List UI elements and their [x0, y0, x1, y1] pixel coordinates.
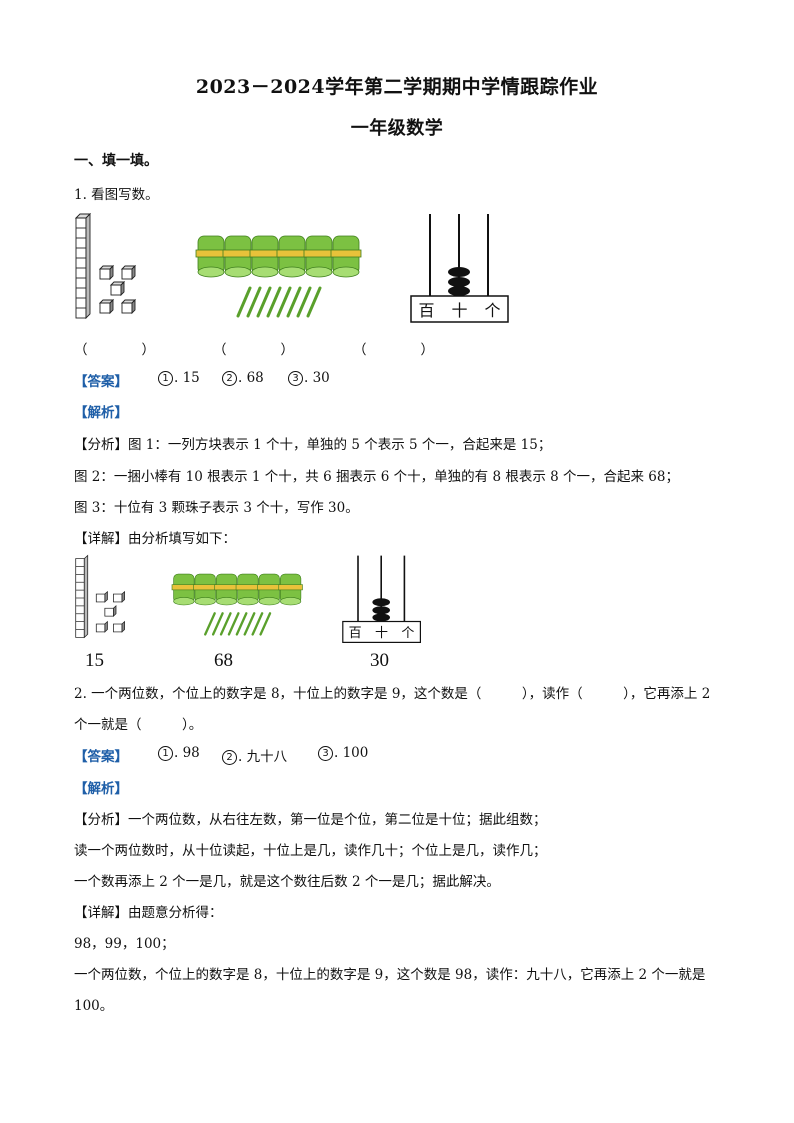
answer-blank-1[interactable]: （ ） — [74, 342, 155, 358]
filled-abacus-figure — [342, 555, 421, 643]
q2-analysis-1: 【分析】一个两位数，从右往左数，第一位是个位，第二位是十位；据此组数； — [74, 812, 547, 828]
analysis-tag: 【解析】 — [74, 405, 128, 421]
filled-number-3: 30 — [370, 650, 389, 671]
q1-answer-3: 3. 30 — [288, 370, 330, 386]
q2-stem-line-2: 个一就是（ ）。 — [74, 717, 203, 733]
abacus-beads — [448, 267, 470, 296]
q2-detail-3: 一个两位数，个位上的数字是 8，十位上的数字是 9，这个数是 98，读作：九十八… — [74, 967, 706, 983]
filled-sticks-figure — [171, 573, 303, 636]
q2-detail: 【详解】由题意分析得： — [74, 905, 223, 921]
q2-analysis-tag: 【解析】 — [74, 781, 128, 797]
page-subtitle: 一年级数学 — [350, 118, 444, 139]
q2-answer-2: 2. 九十八 — [222, 745, 287, 765]
q1-detail: 【详解】由分析填写如下： — [74, 531, 236, 547]
q1-analysis-1: 【分析】图 1：一列方块表示 1 个十，单独的 5 个表示 5 个一，合起来是 … — [74, 437, 552, 453]
abacus-label-ones: 个 — [484, 301, 501, 320]
q2-analysis-2: 读一个两位数时，从十位读起，十位上是几，读作几十；个位上是几，读作几； — [74, 843, 547, 859]
single-sticks — [236, 286, 322, 318]
answer-blank-2[interactable]: （ ） — [213, 342, 294, 358]
filled-abacus-labels: 百 十 个 — [348, 626, 415, 641]
page-title: 2023－2024学年第二学期期中学情跟踪作业 — [195, 76, 599, 98]
q2-stem-line-1: 2. 一个两位数，个位上的数字是 8，十位上的数字是 9，这个数是（ ），读作（… — [74, 686, 711, 702]
answer-blank-3[interactable]: （ ） — [353, 342, 434, 358]
filled-blocks-figure — [75, 554, 125, 639]
bundle-group — [195, 235, 362, 278]
q1-answer-2: 2. 68 — [222, 370, 264, 386]
q2-answer-1: 1. 98 — [158, 745, 200, 761]
stick-bundles-figure — [195, 235, 362, 318]
abacus-label-tens: 十 — [451, 301, 468, 320]
q2-detail-4: 100。 — [74, 998, 114, 1014]
base-ten-blocks-figure — [74, 212, 137, 320]
answer-tag: 【答案】 — [74, 374, 128, 390]
tens-rod — [74, 212, 92, 320]
section-heading: 一、填一填。 — [74, 153, 158, 169]
abacus-figure — [410, 214, 509, 323]
q1-answer-row: 【答案】 — [74, 370, 128, 390]
unit-cubes — [98, 264, 137, 315]
q2-answer-tag: 【答案】 — [74, 749, 128, 765]
q1-stem: 1. 看图写数。 — [74, 187, 159, 203]
q1-analysis-3: 图 3：十位有 3 颗珠子表示 3 个十，写作 30。 — [74, 500, 359, 516]
q1-analysis-2: 图 2：一捆小棒有 10 根表示 1 个十，共 6 捆表示 6 个十，单独的有 … — [74, 469, 679, 485]
filled-number-2: 68 — [214, 650, 233, 671]
abacus-label-hundreds: 百 — [418, 301, 435, 320]
q2-detail-2: 98，99，100； — [74, 936, 175, 952]
q2-answer-3: 3. 100 — [318, 745, 368, 761]
filled-number-1: 15 — [85, 650, 104, 671]
q2-analysis-3: 一个数再添上 2 个一是几，就是这个数往后数 2 个一是几；据此解决。 — [74, 874, 500, 890]
abacus-place-labels: 百 十 个 — [410, 296, 509, 322]
q1-answer-1: 1. 15 — [158, 370, 200, 386]
